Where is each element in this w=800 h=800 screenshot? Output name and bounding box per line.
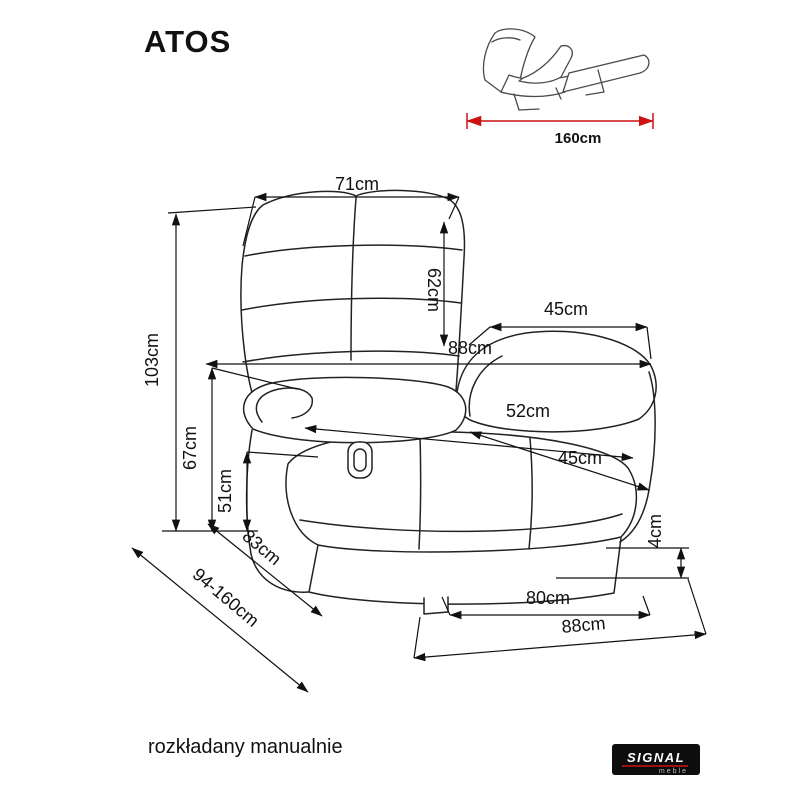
extension-line (441, 596, 451, 616)
dim-label: 45cm (558, 448, 602, 468)
chair-left-armrest-scroll (255, 387, 314, 423)
brand-logo-text: SIGNAL (627, 750, 685, 765)
brand-logo-background (612, 744, 700, 775)
chair-seat-crease (299, 513, 623, 533)
reclined-length-label: 160cm (555, 130, 602, 147)
product-title: ATOS (144, 24, 231, 59)
chair-base (308, 537, 622, 605)
dim-armrest-length: 45cm (468, 299, 652, 360)
dim-line (131, 547, 309, 693)
extension-line (687, 578, 707, 635)
extension-line (646, 326, 652, 360)
footer-note: rozkładany manualnie (148, 736, 343, 758)
reclined-lever (555, 87, 562, 100)
dim-bottom-width: 88cm (413, 578, 707, 662)
dim-seat-height: 51cm (215, 451, 319, 532)
dim-foot-height: 4cm (556, 514, 689, 579)
extension-line (211, 367, 298, 390)
brand-logo: SIGNAL meble (612, 744, 700, 775)
dim-label: 62cm (424, 268, 444, 312)
dim-line (469, 431, 650, 491)
chair-drawing (240, 189, 657, 615)
extension-line (448, 196, 460, 220)
reclined-chair-thumbnail (482, 28, 650, 111)
extension-line (246, 451, 319, 458)
chair-right-armrest (455, 330, 657, 433)
dim-label: 71cm (335, 174, 379, 194)
reclined-front-leg (513, 93, 540, 111)
extension-line (468, 326, 491, 346)
dim-line (413, 630, 707, 662)
extension-line (167, 206, 257, 214)
extension-line (242, 196, 256, 247)
dim-label: 88cm (561, 613, 607, 637)
chair-backrest-seam (350, 197, 357, 361)
reclined-headrest-line (491, 37, 521, 43)
dim-label: 4cm (645, 514, 665, 548)
reclined-rear-support (585, 69, 605, 96)
dim-label: 51cm (215, 469, 235, 513)
dim-depth-range: 94-160cm (131, 547, 309, 693)
dim-overall-width: 88cm (205, 338, 652, 369)
dim-base-width: 80cm (441, 588, 651, 620)
chair-backrest-tuft-2 (241, 297, 462, 311)
brand-logo-subtext: meble (659, 768, 688, 775)
chair-right-armrest-inner (468, 355, 503, 417)
chair-right-side-panel (619, 371, 656, 543)
dim-backrest-height: 62cm (424, 221, 449, 347)
reclined-length-dimension (466, 113, 654, 129)
reclined-footrest (562, 54, 650, 93)
dim-label: 67cm (180, 426, 200, 470)
dim-seat-depth: 45cm (469, 431, 650, 491)
dim-top-width: 71cm (242, 174, 460, 247)
dim-label: 52cm (506, 401, 550, 421)
extension-line (642, 595, 651, 616)
recline-handle-inner (353, 448, 367, 472)
chair-backrest-tuft-3 (242, 350, 460, 363)
reclined-armrest (518, 44, 573, 84)
dim-armrest-height: 67cm (180, 367, 298, 532)
dim-label: 45cm (544, 299, 588, 319)
chair-foot (423, 596, 449, 615)
dim-label: 83cm (239, 526, 286, 570)
dim-label: 94-160cm (189, 564, 263, 631)
dim-label: 80cm (526, 588, 570, 608)
dim-total-height: 103cm (142, 206, 258, 532)
extension-line (413, 616, 421, 659)
dim-label: 103cm (142, 333, 162, 387)
dim-label: 88cm (448, 338, 492, 358)
